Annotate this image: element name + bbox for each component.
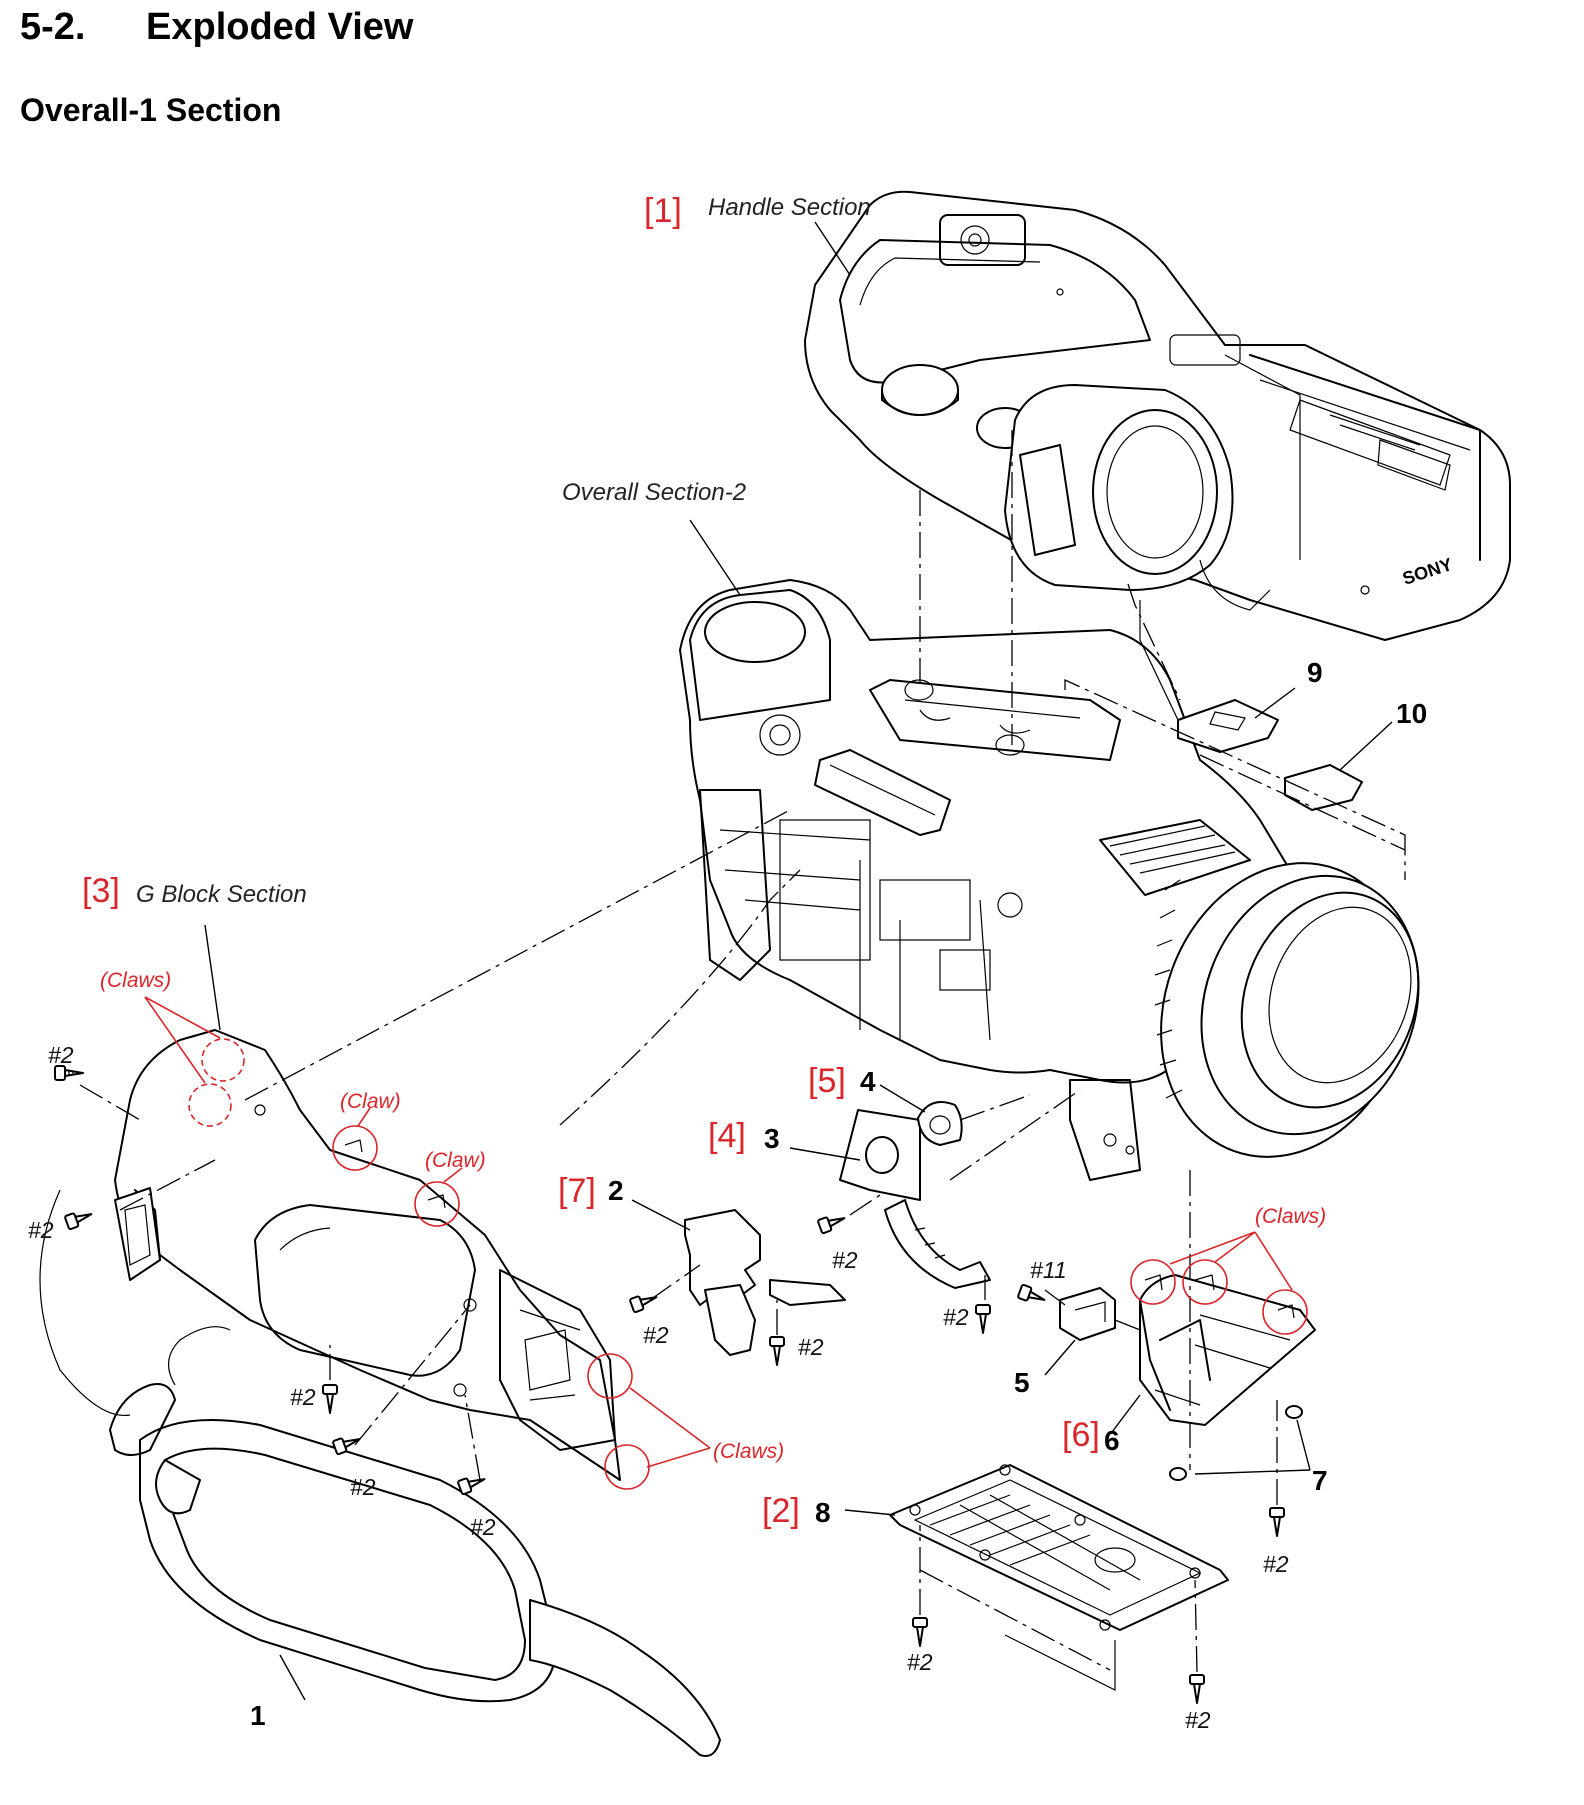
claw-label-2: (Claw) <box>425 1149 486 1172</box>
screw-label: #2 <box>350 1474 376 1500</box>
part-number-10: 10 <box>1396 698 1427 729</box>
screw-label: #2 <box>1263 1551 1289 1577</box>
label-handle-section: Handle Section <box>708 194 871 221</box>
part-8-bottom-plate <box>889 1464 1229 1631</box>
ref-7: [7] <box>558 1172 596 1210</box>
screw-label: #2 <box>290 1384 316 1410</box>
screw-label-11: #11 <box>1030 1257 1067 1283</box>
screw-icon <box>912 1617 928 1647</box>
screw-icon <box>322 1384 338 1414</box>
leader-lines <box>204 221 1393 1701</box>
screw-label: #2 <box>1185 1707 1211 1733</box>
section-title: Exploded View <box>146 6 414 48</box>
part-3-bracket <box>839 1109 991 1289</box>
screw-icon <box>457 1477 486 1496</box>
screw-label: #2 <box>943 1304 969 1330</box>
screw-icons <box>54 1065 1285 1704</box>
screw-icon <box>975 1304 991 1334</box>
screw-label: #2 <box>798 1334 824 1360</box>
ref-2: [2] <box>762 1492 800 1530</box>
screw-label: #2 <box>48 1042 74 1068</box>
part-2-bracket <box>684 1209 846 1356</box>
screw-label: #2 <box>643 1322 669 1348</box>
section-number: 5-2. <box>20 6 86 48</box>
part-number-2: 2 <box>608 1175 624 1206</box>
screw-label: #2 <box>907 1649 933 1675</box>
ref-5: [5] <box>808 1062 846 1100</box>
screw-icon <box>1269 1507 1285 1537</box>
screw-icon <box>64 1212 93 1231</box>
diagram-labels: [1] Handle Section Overall Section-2 [3]… <box>28 192 1427 1733</box>
part-9-shoe-plate <box>1177 699 1279 753</box>
screw-label: #2 <box>832 1247 858 1273</box>
claw-markers <box>144 996 1308 1490</box>
screw-icon <box>54 1065 84 1081</box>
claw-label-1: (Claw) <box>340 1090 401 1113</box>
ref-handle-section: [1] <box>644 192 682 230</box>
part-number-3: 3 <box>764 1123 780 1154</box>
screw-label: #2 <box>470 1514 496 1540</box>
main-body-drawing <box>679 579 1420 1181</box>
screw-icon <box>769 1336 785 1366</box>
ref-g-block-section: [3] <box>82 872 120 910</box>
part-number-7: 7 <box>1312 1465 1328 1496</box>
part-number-4: 4 <box>860 1066 876 1097</box>
ref-4: [4] <box>708 1117 746 1155</box>
part-number-5: 5 <box>1014 1367 1030 1398</box>
page-subtitle: Overall-1 Section <box>20 92 282 128</box>
screw-icon <box>1189 1674 1205 1704</box>
part-7-rubber-feet <box>1169 1405 1303 1481</box>
part-5-clip <box>1059 1287 1116 1341</box>
ref-6: [6] <box>1062 1416 1100 1454</box>
assembly-lines <box>79 430 1406 1691</box>
part-number-1: 1 <box>250 1700 266 1731</box>
screw-icon <box>1017 1283 1046 1302</box>
part-number-9: 9 <box>1307 657 1323 688</box>
label-overall-section-2: Overall Section-2 <box>562 479 746 506</box>
claws-label-g-block-top: (Claws) <box>100 969 171 992</box>
label-g-block-section: G Block Section <box>136 881 307 908</box>
part-10-shoe-cover <box>1284 764 1363 811</box>
claws-label-g-block-rear: (Claws) <box>713 1440 784 1463</box>
claws-label-jack-panel: (Claws) <box>1255 1205 1326 1228</box>
part-4-clamp <box>917 1101 963 1146</box>
part-number-6: 6 <box>1104 1425 1120 1456</box>
screw-label: #2 <box>28 1217 54 1243</box>
handle-section-drawing: SONY <box>804 190 1511 641</box>
part-number-8: 8 <box>815 1497 831 1528</box>
part-6-jack-panel <box>1139 1274 1316 1426</box>
screw-icon <box>817 1216 846 1235</box>
screw-icon <box>629 1295 658 1314</box>
g-block-section-drawing <box>39 1029 721 1757</box>
